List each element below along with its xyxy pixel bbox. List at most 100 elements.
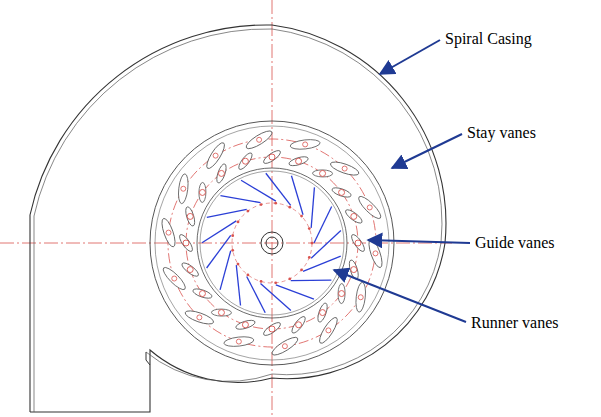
runner-blade bbox=[241, 180, 276, 201]
guide-vane bbox=[262, 148, 282, 165]
guide-vane bbox=[177, 233, 194, 253]
guide-vane bbox=[184, 206, 197, 227]
guide-vane bbox=[349, 233, 366, 253]
runner-blade bbox=[276, 285, 314, 299]
runner-blade bbox=[207, 235, 231, 268]
vane-pin bbox=[218, 170, 224, 176]
guide-vane bbox=[290, 315, 308, 335]
guide-vane bbox=[192, 287, 213, 300]
guide-vane bbox=[288, 155, 309, 168]
bolt-dot bbox=[246, 274, 249, 277]
leader-arrow bbox=[380, 40, 440, 74]
spiral-casing bbox=[34, 29, 442, 412]
stator-ring bbox=[155, 126, 389, 360]
vane-pin bbox=[218, 310, 224, 316]
stay-vane bbox=[329, 159, 360, 177]
vane-pin bbox=[373, 251, 378, 256]
pitch-circle bbox=[168, 139, 376, 347]
vane-pin bbox=[351, 213, 357, 219]
vane-pin bbox=[320, 170, 326, 176]
vane-pin bbox=[339, 189, 345, 195]
runner-ring bbox=[197, 168, 347, 318]
stator-ring bbox=[150, 121, 394, 365]
runner-blade bbox=[220, 196, 260, 203]
bolt-dot bbox=[237, 263, 240, 266]
vane-pin bbox=[296, 158, 302, 164]
hub bbox=[261, 232, 283, 254]
stay-vane bbox=[177, 173, 189, 204]
guide-vane bbox=[235, 319, 256, 332]
vane-pin bbox=[199, 189, 205, 195]
pitch-circle bbox=[186, 157, 358, 329]
guide-vane bbox=[338, 283, 345, 303]
runner-blade bbox=[291, 279, 332, 281]
runner-blade bbox=[266, 173, 291, 205]
bolt-dot bbox=[231, 249, 234, 252]
bolt-dot bbox=[274, 281, 277, 284]
vane-pin bbox=[181, 186, 186, 191]
vane-pin bbox=[296, 322, 302, 328]
vane-pin bbox=[351, 267, 357, 273]
vane-pin bbox=[320, 310, 326, 316]
vane-pin bbox=[269, 154, 275, 160]
guide-vane bbox=[211, 309, 231, 316]
guide-vane bbox=[316, 302, 329, 323]
vane-pin bbox=[183, 240, 189, 246]
stay-vane bbox=[290, 138, 321, 150]
runner-blade bbox=[220, 251, 231, 290]
bolt-dot bbox=[288, 206, 291, 209]
runner-blade bbox=[202, 221, 236, 243]
guide-vane bbox=[199, 182, 206, 202]
vane-pin bbox=[197, 315, 202, 320]
runner-blade bbox=[291, 176, 303, 215]
bolt-dot bbox=[260, 203, 263, 206]
bolt-dot bbox=[288, 277, 291, 280]
guide-vane bbox=[331, 186, 352, 199]
leader-arrow bbox=[334, 270, 466, 322]
bolt-dot bbox=[246, 210, 249, 213]
stay-vane bbox=[244, 128, 274, 152]
bolt-dot bbox=[300, 269, 303, 272]
tongue bbox=[146, 352, 150, 365]
bolt-dot bbox=[237, 221, 240, 224]
vane-pin bbox=[355, 240, 361, 246]
guide-vane bbox=[180, 261, 200, 279]
vane-pin bbox=[358, 295, 363, 300]
runner-blade bbox=[314, 206, 332, 243]
vane-pin bbox=[269, 326, 275, 332]
runner-blade bbox=[261, 283, 291, 310]
vane-pin bbox=[199, 291, 205, 297]
vane-pin bbox=[172, 276, 177, 281]
bolt-dot bbox=[308, 227, 311, 230]
runner-blade bbox=[311, 187, 314, 228]
bolt-dot bbox=[231, 234, 234, 237]
runner-ring bbox=[200, 171, 344, 315]
spiral-casing bbox=[30, 25, 446, 412]
leader-arrow bbox=[368, 240, 470, 243]
pitch-circle bbox=[232, 203, 312, 283]
stay-vane bbox=[223, 335, 254, 347]
guide-vane bbox=[312, 170, 332, 177]
bolt-dot bbox=[300, 215, 303, 218]
vane-pin bbox=[339, 291, 345, 297]
vane-pin bbox=[236, 339, 241, 344]
vane-pin bbox=[242, 158, 248, 164]
stay-vane bbox=[184, 308, 215, 326]
vane-pin bbox=[326, 328, 331, 333]
hub bbox=[266, 237, 278, 249]
vane-pin bbox=[342, 166, 347, 171]
leader-arrow bbox=[392, 134, 462, 168]
part-label: Runner vanes bbox=[471, 314, 559, 332]
runner-blade bbox=[207, 209, 247, 217]
vane-pin bbox=[257, 137, 262, 142]
runner-blade bbox=[311, 230, 341, 258]
stay-vane bbox=[366, 238, 384, 269]
guide-vane bbox=[262, 320, 282, 337]
vanes-group bbox=[159, 128, 384, 358]
vane-pin bbox=[166, 230, 171, 235]
stay-vane bbox=[159, 217, 177, 248]
vane-pin bbox=[367, 205, 372, 210]
bolt-dot bbox=[308, 256, 311, 259]
vane-pin bbox=[187, 213, 193, 219]
